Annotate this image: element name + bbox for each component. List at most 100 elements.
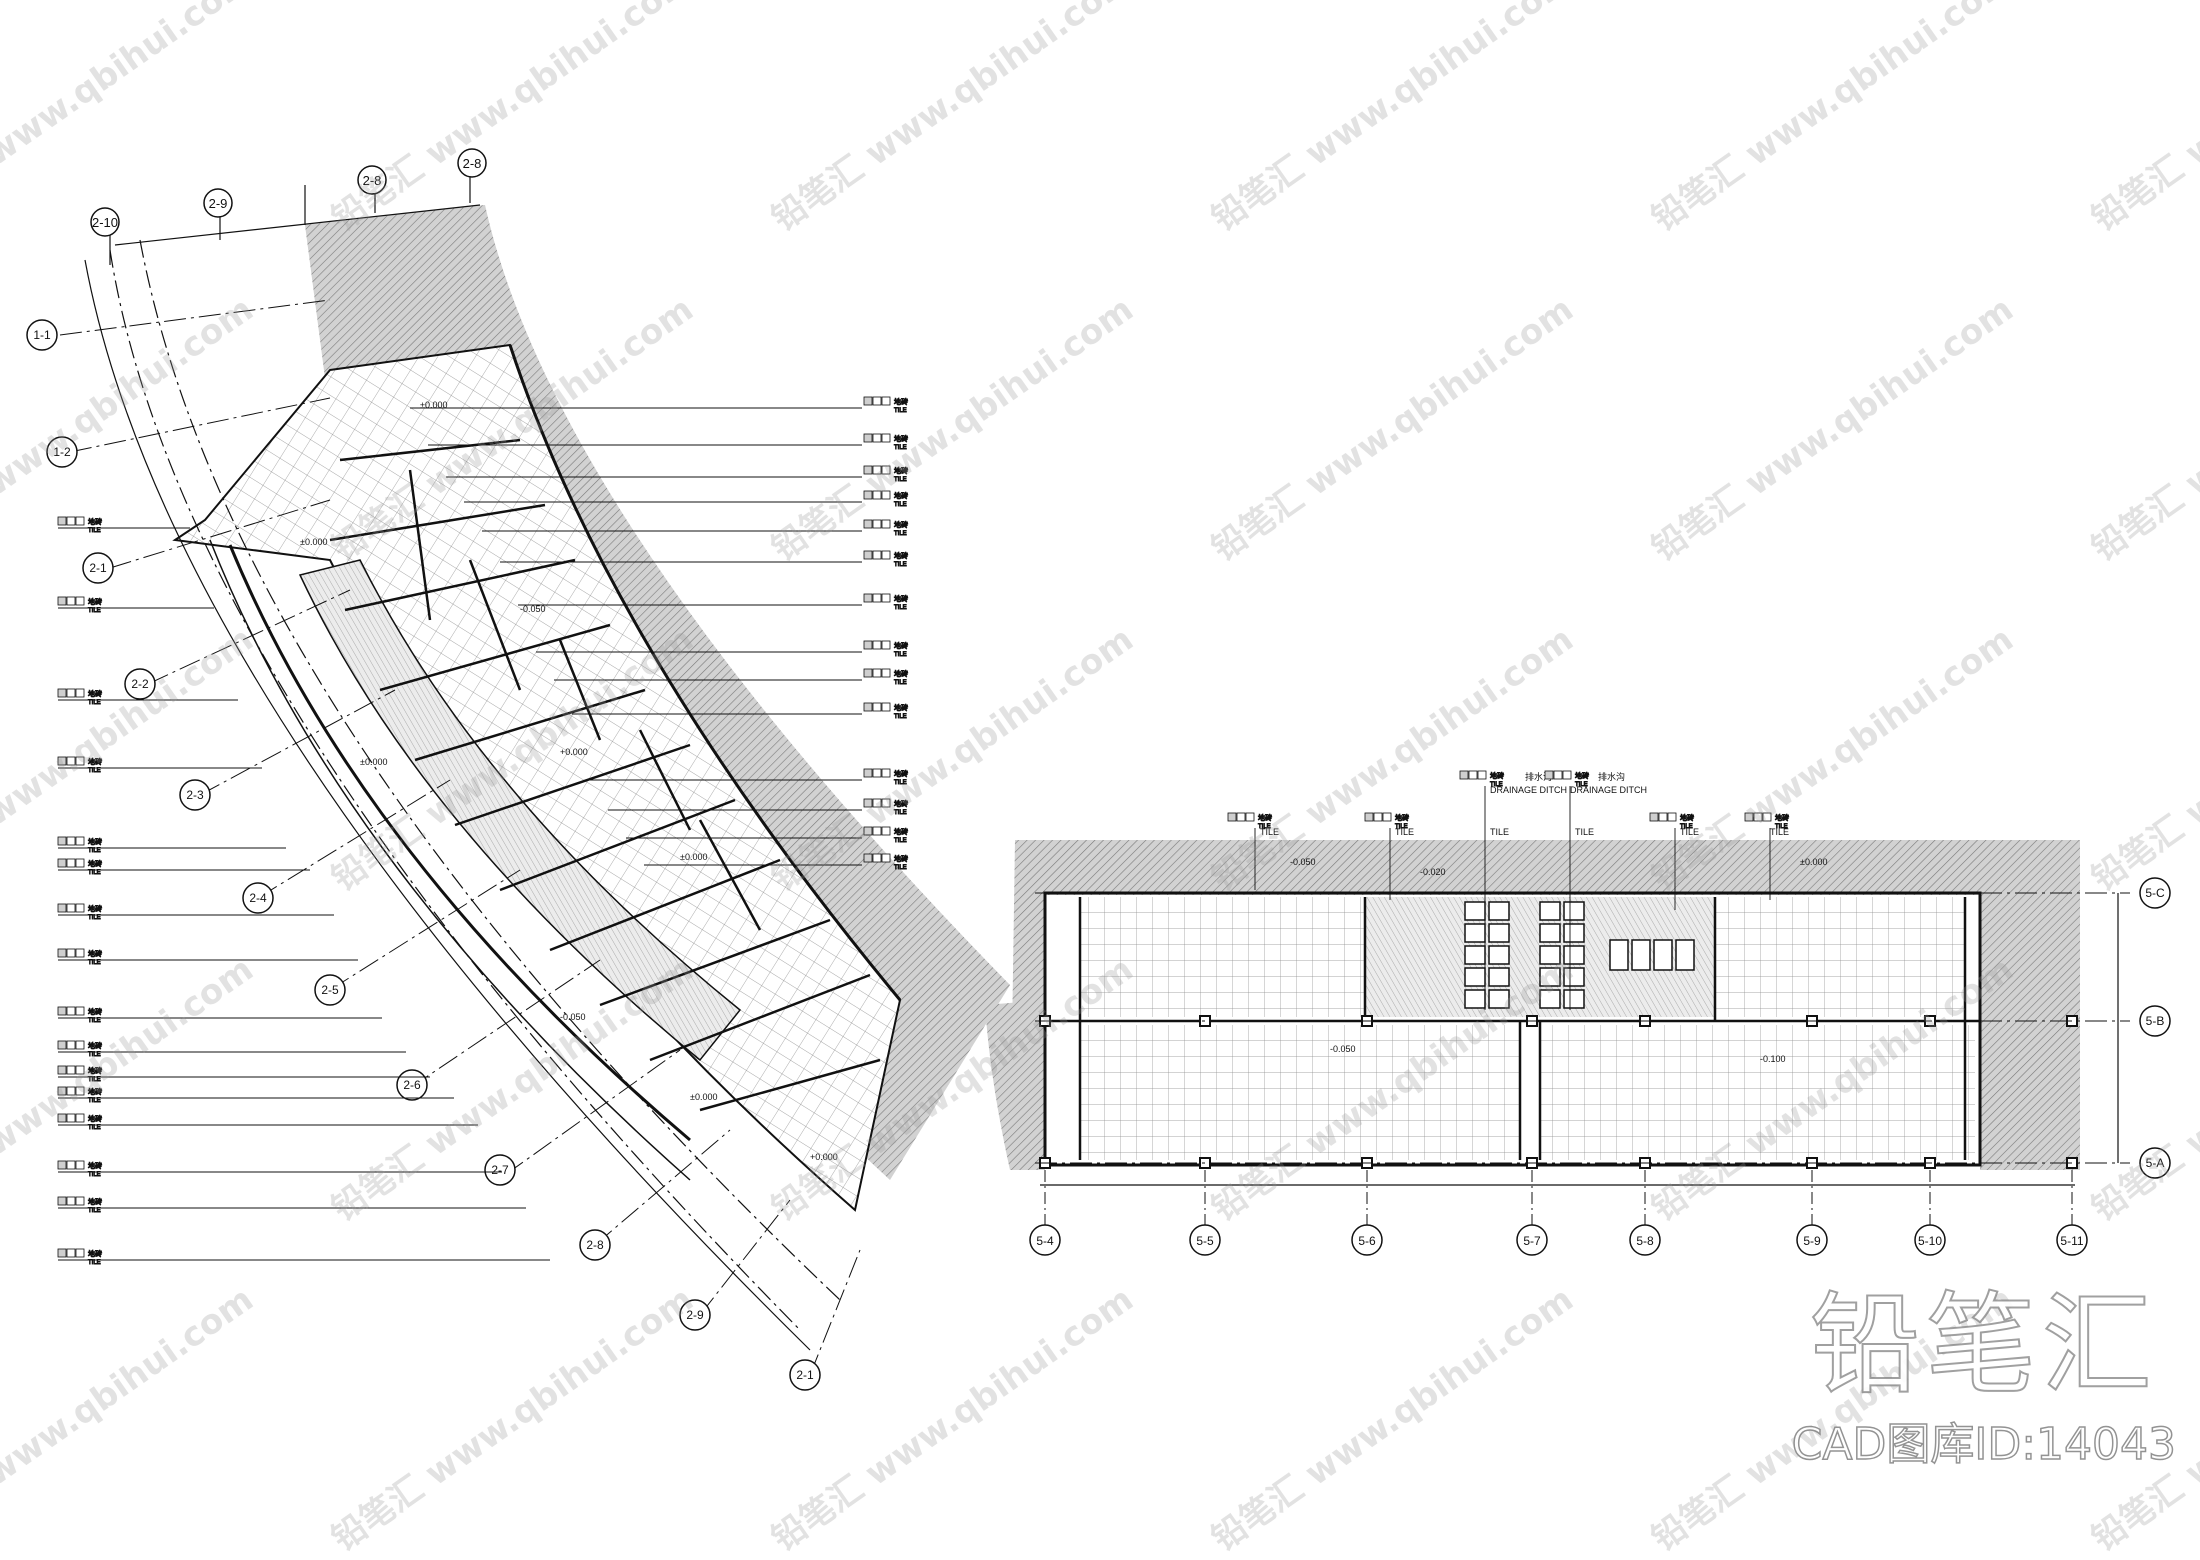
tag-material: 地砖 [894, 703, 908, 712]
top-grid-bubbles: 2-10 2-9 2-8 2-8 [90, 148, 487, 237]
tiled-hall-west-north [1080, 897, 1365, 1017]
tag-box [872, 593, 882, 603]
tag-material: 地砖 [88, 1161, 102, 1170]
tag-material: 地砖 [88, 689, 102, 698]
tag-box [881, 640, 891, 650]
drainage-label: DRAINAGE DITCH [1570, 785, 1647, 795]
tag-box [1744, 812, 1754, 822]
tag-box [57, 1006, 67, 1016]
material-tag: 地砖 TILE [863, 550, 908, 568]
tag-box [1236, 812, 1246, 822]
tag-box [75, 948, 85, 958]
tag-box [872, 433, 882, 443]
cubicle [1488, 923, 1510, 943]
tag-box [75, 1196, 85, 1206]
tag-material: 地砖 [894, 669, 908, 678]
top-hatch-block [305, 205, 490, 378]
tag-box [66, 858, 76, 868]
tag-material: 地砖 [88, 1066, 102, 1075]
tag-box [57, 836, 67, 846]
tiled-hall-east-south [1540, 1025, 1975, 1160]
tag-box [881, 396, 891, 406]
level-tag: ±0.000 [690, 1092, 717, 1102]
watermark-stamp: 铅笔汇 CAD图库ID:14043 [1791, 1289, 2177, 1472]
tag-box [1658, 812, 1668, 822]
axis-bubble [1189, 1224, 1221, 1256]
tag-box [872, 465, 882, 475]
axis-bubble-label: 5-5 [1196, 1234, 1214, 1248]
tag-tile: TILE [1575, 782, 1588, 788]
level-tag: -0.100 [1760, 1054, 1786, 1064]
axis-bubble [1629, 1224, 1661, 1256]
tag-box [75, 688, 85, 698]
tag-material: 地砖 [88, 1041, 102, 1050]
tag-tile: TILE [88, 960, 101, 966]
tag-tile: TILE [894, 562, 907, 568]
tag-material: 地砖 [894, 769, 908, 778]
tag-box [75, 1086, 85, 1096]
tag-box [881, 433, 891, 443]
tag-box [57, 1196, 67, 1206]
tag-tile: TILE [894, 445, 907, 451]
tag-box [57, 516, 67, 526]
tag-box [57, 1113, 67, 1123]
tag-box [75, 756, 85, 766]
tag-material: 地砖 [88, 597, 102, 606]
axis-bubble-label: 5-6 [1358, 1234, 1376, 1248]
tag-tile: TILE [894, 605, 907, 611]
tag-box [66, 836, 76, 846]
cubicle [1488, 945, 1510, 965]
tag-material: 地砖 [88, 517, 102, 526]
tag-tile: TILE [88, 1125, 101, 1131]
cubicle [1563, 967, 1585, 987]
tag-box [872, 550, 882, 560]
tag-material: 地砖 [894, 491, 908, 500]
tag-material: 地砖 [1575, 771, 1589, 780]
tag-box [75, 1160, 85, 1170]
cubicle [1464, 945, 1486, 965]
tag-box [75, 903, 85, 913]
tag-material: 地砖 [894, 551, 908, 560]
tag-box [1762, 812, 1772, 822]
tag-tile: TILE [1395, 824, 1408, 830]
cubicle [1609, 939, 1629, 971]
axis-bubble-label: 5-7 [1523, 1234, 1541, 1248]
tag-box [75, 1065, 85, 1075]
tag-material: 地砖 [88, 904, 102, 913]
tag-material: 地砖 [1680, 813, 1694, 822]
tag-tile: TILE [88, 1077, 101, 1083]
grid-bubble-label: 2-8 [363, 173, 382, 188]
tag-box [66, 1040, 76, 1050]
tag-box [66, 1065, 76, 1075]
level-tag: -0.050 [1330, 1044, 1356, 1054]
tag-box [66, 1160, 76, 1170]
cubicle [1631, 939, 1651, 971]
tile-label: TILE [1395, 827, 1414, 837]
tag-box [863, 640, 873, 650]
corridor-band [298, 559, 742, 1062]
tag-box [1477, 770, 1487, 780]
cubicle [1675, 939, 1695, 971]
tag-box [863, 798, 873, 808]
level-tag: ±0.000 [300, 537, 327, 547]
tile-label: TILE [1770, 827, 1789, 837]
tag-box [881, 465, 891, 475]
tile-label: TILE [1680, 827, 1699, 837]
tag-box [881, 490, 891, 500]
grid-bubble-label: 2-9 [686, 1308, 704, 1322]
tag-box [66, 516, 76, 526]
tag-box [863, 826, 873, 836]
